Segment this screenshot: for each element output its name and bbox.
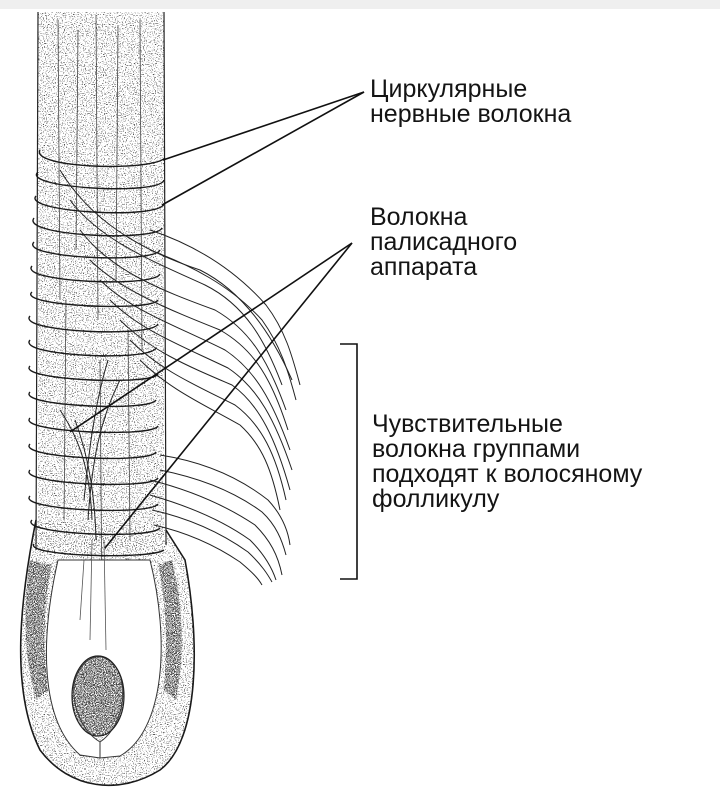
leader-lines <box>69 91 365 549</box>
follicle-bulb <box>19 519 196 787</box>
top-bar <box>0 0 720 9</box>
label-palisade-fibers: Волокна палисадного аппарата <box>370 205 517 280</box>
label-circular-fibers: Циркулярные нервные волокна <box>370 77 571 127</box>
circular-nerve-fibers <box>28 149 166 557</box>
label-line: Циркулярные <box>370 75 528 103</box>
sensory-bracket <box>340 343 358 580</box>
label-line: нервные волокна <box>370 100 572 128</box>
label-line: Чувствительные <box>372 410 563 438</box>
palisade-fibers <box>59 169 301 586</box>
label-line: Волокна <box>370 203 468 231</box>
label-line: волокна группами <box>372 435 581 463</box>
hair-follicle-diagram <box>19 11 365 787</box>
label-line: аппарата <box>370 253 478 281</box>
label-line: палисадного <box>370 228 518 256</box>
label-sensory-fibers: Чувствительные волокна группами подходят… <box>372 412 642 512</box>
label-line: фолликулу <box>372 485 500 513</box>
hair-shaft <box>35 11 167 611</box>
label-line: подходят к волосяному <box>372 460 643 488</box>
